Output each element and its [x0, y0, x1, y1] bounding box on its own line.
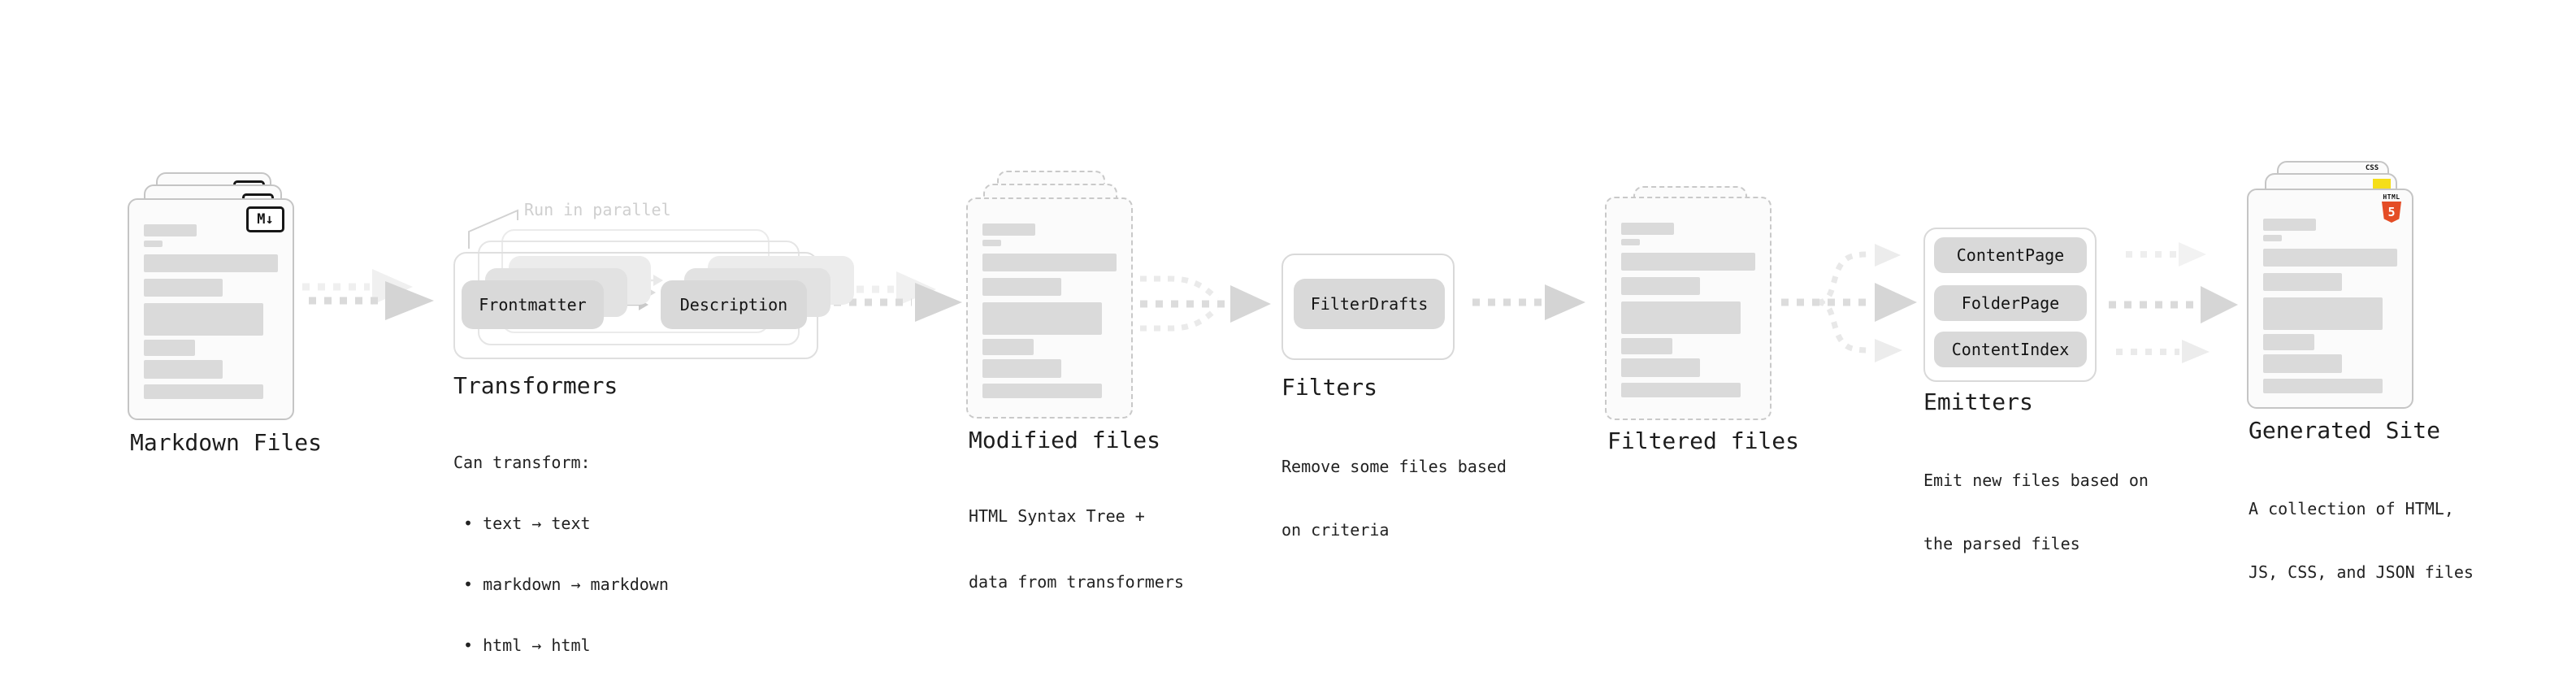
- placeholder-line: [982, 254, 1117, 271]
- placeholder-line: [144, 303, 263, 336]
- placeholder-line: [2263, 273, 2342, 291]
- modified-file-card-front: [966, 197, 1133, 419]
- filtered-files-label: Filtered files: [1607, 427, 1800, 454]
- arrow-markdown-to-transformers: [302, 269, 434, 320]
- description-line: the parsed files: [1923, 534, 2080, 553]
- filters-description: Remove some files based on criteria: [1281, 414, 1507, 583]
- emitters-description: Emit new files based on the parsed files: [1923, 427, 2149, 596]
- emitters-label: Emitters: [1923, 388, 2033, 415]
- transformers-description: Can transform: • text → text • markdown …: [453, 412, 669, 681]
- description-line: • markdown → markdown: [463, 575, 669, 594]
- modified-files-description: HTML Syntax Tree + data from transformer…: [969, 462, 1184, 637]
- modified-files-label: Modified files: [969, 427, 1161, 453]
- placeholder-line: [2263, 379, 2383, 393]
- modified-files-stack: [966, 171, 1137, 423]
- filters-label: Filters: [1281, 374, 1378, 401]
- transformer-pill-description: Description: [661, 280, 807, 329]
- placeholder-line: [1621, 239, 1640, 245]
- description-line: HTML Syntax Tree +: [969, 506, 1145, 526]
- description-line: • text → text: [463, 514, 591, 533]
- placeholder-line: [144, 340, 195, 356]
- placeholder-line: [982, 359, 1061, 378]
- placeholder-line: [2263, 297, 2383, 330]
- placeholder-line: [144, 241, 163, 247]
- transformer-pill-frontmatter: Frontmatter: [462, 280, 604, 329]
- description-line: A collection of HTML,: [2249, 499, 2454, 518]
- description-line: data from transformers: [969, 572, 1184, 592]
- generated-site-stack: CSS HTML 5: [2247, 161, 2418, 413]
- placeholder-line: [982, 223, 1035, 236]
- generated-site-description: A collection of HTML, JS, CSS, and JSON …: [2249, 456, 2474, 625]
- placeholder-line: [2263, 249, 2397, 267]
- arrow-modified-to-filters: [1140, 275, 1271, 332]
- placeholder-line: [2263, 235, 2282, 241]
- emitter-pill-contentpage: ContentPage: [1934, 237, 2087, 273]
- description-line: • html → html: [463, 635, 591, 655]
- placeholder-line: [144, 384, 263, 399]
- markdown-file-card-front: M↓: [128, 198, 294, 420]
- markdown-icon: M↓: [246, 206, 284, 232]
- placeholder-line: [982, 278, 1061, 296]
- placeholder-line: [144, 224, 197, 236]
- site-file-card-front: HTML 5: [2247, 189, 2413, 409]
- description-line: JS, CSS, and JSON files: [2249, 562, 2474, 582]
- placeholder-line: [1621, 253, 1755, 271]
- placeholder-line: [2263, 334, 2314, 350]
- placeholder-line: [144, 279, 223, 297]
- description-line: on criteria: [1281, 520, 1390, 540]
- emitter-pill-folderpage: FolderPage: [1934, 285, 2087, 321]
- arrow-filters-to-filtered: [1472, 284, 1585, 320]
- placeholder-line: [1621, 338, 1672, 354]
- placeholder-line: [144, 360, 223, 379]
- arrows-emitters-to-site: [2109, 242, 2238, 363]
- placeholder-line: [1621, 223, 1674, 235]
- placeholder-line: [1621, 358, 1700, 377]
- placeholder-line: [1621, 383, 1741, 397]
- placeholder-line: [982, 240, 1001, 246]
- placeholder-line: [144, 254, 278, 272]
- placeholder-line: [2263, 354, 2342, 373]
- javascript-icon: [2373, 179, 2391, 189]
- description-line: Emit new files based on: [1923, 471, 2149, 490]
- placeholder-line: [982, 339, 1034, 355]
- markdown-files-label: Markdown Files: [130, 429, 323, 456]
- transformers-label: Transformers: [453, 372, 618, 399]
- html5-icon: HTML 5: [2381, 193, 2402, 223]
- run-in-parallel-annotation: Run in parallel: [524, 200, 671, 219]
- placeholder-line: [982, 384, 1102, 398]
- placeholder-line: [982, 302, 1102, 335]
- filter-pill-filterdrafts: FilterDrafts: [1294, 279, 1445, 329]
- description-line: Remove some files based: [1281, 457, 1507, 476]
- description-line: Can transform:: [453, 453, 591, 472]
- markdown-files-stack: M↓ M↓ M↓: [128, 171, 298, 423]
- arrow-filtered-to-emitters: [1781, 244, 1917, 362]
- filtered-files-stack: [1605, 186, 1776, 426]
- filtered-file-card-front: [1605, 197, 1772, 420]
- placeholder-line: [1621, 277, 1700, 295]
- placeholder-line: [1621, 301, 1741, 334]
- generated-site-label: Generated Site: [2249, 417, 2441, 444]
- placeholder-line: [2263, 219, 2316, 231]
- emitter-pill-contentindex: ContentIndex: [1934, 332, 2087, 367]
